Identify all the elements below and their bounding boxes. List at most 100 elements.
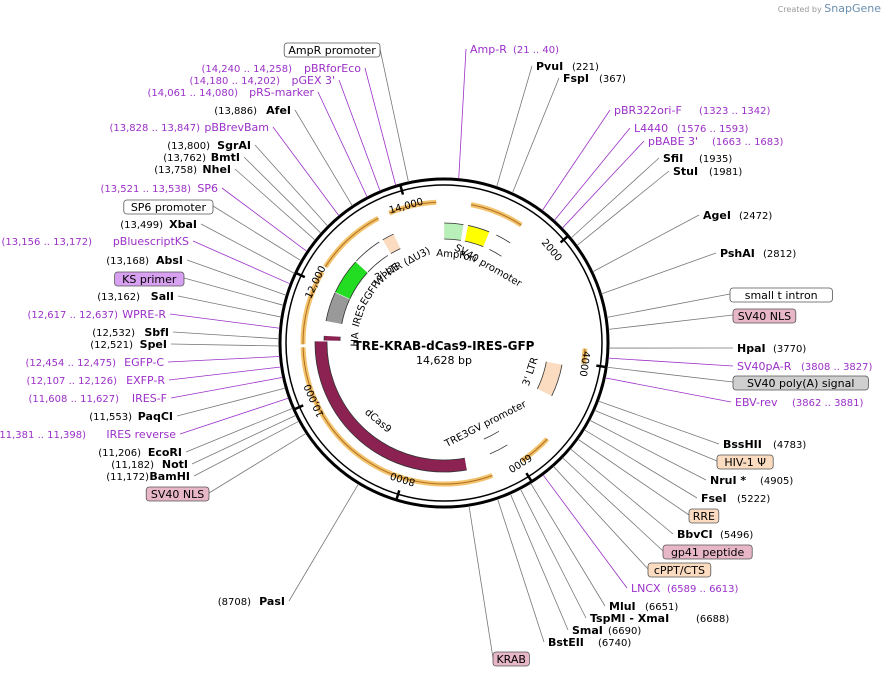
feature-1[interactable] [464, 225, 490, 247]
label-sv40pa-r[interactable]: SV40pA-R(3808 .. 3827) [737, 360, 873, 373]
label-cppt[interactable]: cPPT/CTS [647, 562, 712, 578]
label-wpre-r[interactable]: WPRE-R(12,617 .. 12,637) [28, 308, 167, 321]
label-pos-agei: (2472) [739, 211, 772, 222]
label-egfp-c[interactable]: EGFP-C(12,454 .. 12,475) [26, 356, 165, 369]
label-nrui[interactable]: NruI *(4905) [710, 474, 793, 487]
label-spei[interactable]: SpeI(12,521) [90, 338, 167, 351]
label-agei[interactable]: AgeI (2472) [703, 209, 772, 222]
label-pvui[interactable]: PvuI(221) [536, 60, 599, 73]
label-name-sv40pa-r: SV40pA-R [737, 360, 792, 373]
label-name-pbr322ori-f: pBR322ori-F [614, 104, 682, 117]
label-pshai[interactable]: PshAI(2812) [720, 247, 796, 260]
leader-line-noti [191, 415, 296, 465]
label-ires-f[interactable]: IRES-F(11,608 .. 11,627) [29, 392, 168, 405]
label-bsshii[interactable]: BssHII(4783) [723, 438, 806, 451]
label-sv40-polya[interactable]: SV40 poly(A) signal [732, 375, 869, 391]
label-ires-reverse[interactable]: IRES reverse(11,381 .. 11,398) [0, 428, 176, 441]
feature-edge-inner-9 [367, 255, 389, 273]
label-rre[interactable]: RRE [688, 508, 720, 524]
label-pbabe-3[interactable]: pBABE 3'(1663 .. 1683) [648, 135, 784, 148]
leader-line-cppt [553, 466, 649, 570]
label-pos-sbfi: (12,532) [92, 328, 135, 339]
label-exfp-r[interactable]: EXFP-R(12,107 .. 12,126) [27, 374, 166, 387]
label-amp-r[interactable]: Amp-R(21 .. 40) [470, 43, 559, 56]
label-bmti[interactable]: BmtI(13,762) [163, 151, 240, 164]
label-smai[interactable]: SmaI(6690) [572, 624, 641, 637]
feature-0[interactable] [444, 223, 464, 241]
label-sgrai[interactable]: SgrAI(13,800) [167, 139, 251, 152]
label-paqci[interactable]: PaqCI(11,553) [89, 410, 173, 423]
leader-line-absi [186, 259, 287, 296]
label-hpai[interactable]: HpaI(3770) [737, 342, 806, 355]
feature-10[interactable] [382, 234, 401, 254]
feature-3[interactable] [537, 361, 563, 396]
label-ecori[interactable]: EcoRI(11,206) [98, 446, 182, 459]
label-pgex-3[interactable]: pGEX 3'(14,180 .. 14,202) [190, 74, 336, 87]
label-sali[interactable]: SalI(13,162) [97, 290, 174, 303]
label-hiv1-psi[interactable]: HIV-1 Ψ [716, 454, 774, 470]
label-name-amp-r: Amp-R [470, 43, 507, 56]
label-stui[interactable]: StuI(1981) [673, 165, 742, 178]
label-sp6[interactable]: SP6(13,521 .. 13,538) [101, 182, 219, 195]
label-l4440[interactable]: L4440(1576 .. 1593) [634, 122, 749, 135]
label-sv40-nls-right[interactable]: SV40 NLS [732, 308, 797, 324]
label-pbr322ori-f[interactable]: pBR322ori-F(1323 .. 1342) [614, 104, 771, 117]
label-name-pasi: PasI [259, 595, 285, 608]
label-name-afei: AfeI [266, 104, 291, 117]
label-name-tspmi-xmai: TspMI - XmaI [590, 612, 669, 625]
label-ks-primer[interactable]: KS primer [114, 271, 185, 287]
label-text-small-t-intron: small t intron [745, 289, 818, 302]
label-sp6-promoter[interactable]: SP6 promoter [123, 199, 214, 215]
leader-line-ks-primer [183, 277, 284, 306]
label-gp41[interactable]: gp41 peptide [662, 544, 753, 560]
label-fsei[interactable]: FseI(5222) [701, 492, 770, 505]
feature-2[interactable] [489, 234, 511, 257]
label-ampr-promoter[interactable]: AmpR promoter [283, 42, 381, 58]
label-prs-marker[interactable]: pRS-marker (14,061 .. 14,080) [148, 86, 315, 99]
label-sbfi[interactable]: SbfI(12,532) [92, 326, 169, 339]
feature-label-1: ori [462, 251, 478, 265]
label-pos-wpre-r: (12,617 .. 12,637) [28, 310, 119, 321]
label-afei[interactable]: AfeI(13,886) [214, 104, 291, 117]
leader-line-rre [577, 438, 690, 516]
label-pos-prs-marker: (14,061 .. 14,080) [148, 88, 239, 99]
outer-arc-edge-1 [389, 201, 437, 214]
label-sv40-nls-left[interactable]: SV40 NLS [145, 486, 210, 502]
label-pbluescriptks[interactable]: pBluescriptKS(13,156 .. 13,172) [2, 235, 190, 248]
label-fspi[interactable]: FspI(367) [563, 72, 626, 85]
label-pos-pshai: (2812) [763, 249, 796, 260]
label-bbvci[interactable]: BbvCI(5496) [677, 528, 753, 541]
feature-9[interactable] [356, 241, 389, 273]
feature-8[interactable] [335, 261, 368, 300]
label-krab[interactable]: KRAB [492, 651, 530, 667]
label-bamhi[interactable]: BamHI(11,172) [106, 470, 190, 483]
label-pos-bamhi: (11,172) [106, 472, 149, 483]
feature-5[interactable] [315, 341, 467, 472]
label-noti[interactable]: NotI(11,182) [111, 458, 188, 471]
leader-line-mlui [530, 483, 606, 607]
feature-edge-inner-10 [390, 248, 401, 254]
label-text-sp6-promoter: SP6 promoter [131, 201, 207, 214]
label-bsteii[interactable]: BstEII(6740) [548, 636, 631, 649]
label-nhei[interactable]: NheI(13,758) [154, 163, 231, 176]
label-lncx[interactable]: LNCX(6589 .. 6613) [631, 582, 739, 595]
label-pbrforeco[interactable]: pBRforEco(14,240 .. 14,258) [202, 62, 362, 75]
label-pasi[interactable]: PasI(8708) [218, 595, 285, 608]
leader-line-tspmi-xmai [520, 489, 587, 619]
feature-4[interactable] [483, 431, 508, 454]
label-absi[interactable]: AbsI(13,168) [106, 254, 183, 267]
label-mlui[interactable]: MluI(6651) [609, 600, 678, 613]
label-sfii[interactable]: SfiI(1935) [663, 152, 732, 165]
feature-7[interactable] [326, 292, 350, 325]
label-name-agei: AgeI [703, 209, 731, 222]
label-ebv-rev[interactable]: EBV-rev(3862 .. 3881) [735, 396, 864, 409]
label-name-sp6: SP6 [197, 182, 218, 195]
leader-line-sv40pa-r [608, 357, 734, 367]
label-name-prs-marker: pRS-marker [249, 86, 314, 99]
label-small-t-intron[interactable]: small t intron [729, 287, 833, 303]
label-tspmi-xmai[interactable]: TspMI - XmaI(6688) [590, 612, 729, 625]
label-pos-nrui: (4905) [760, 476, 793, 487]
label-xbai[interactable]: XbaI(13,499) [120, 218, 197, 231]
label-pbbrrevbam[interactable]: pBBrevBam(13,828 .. 13,847) [110, 121, 270, 134]
